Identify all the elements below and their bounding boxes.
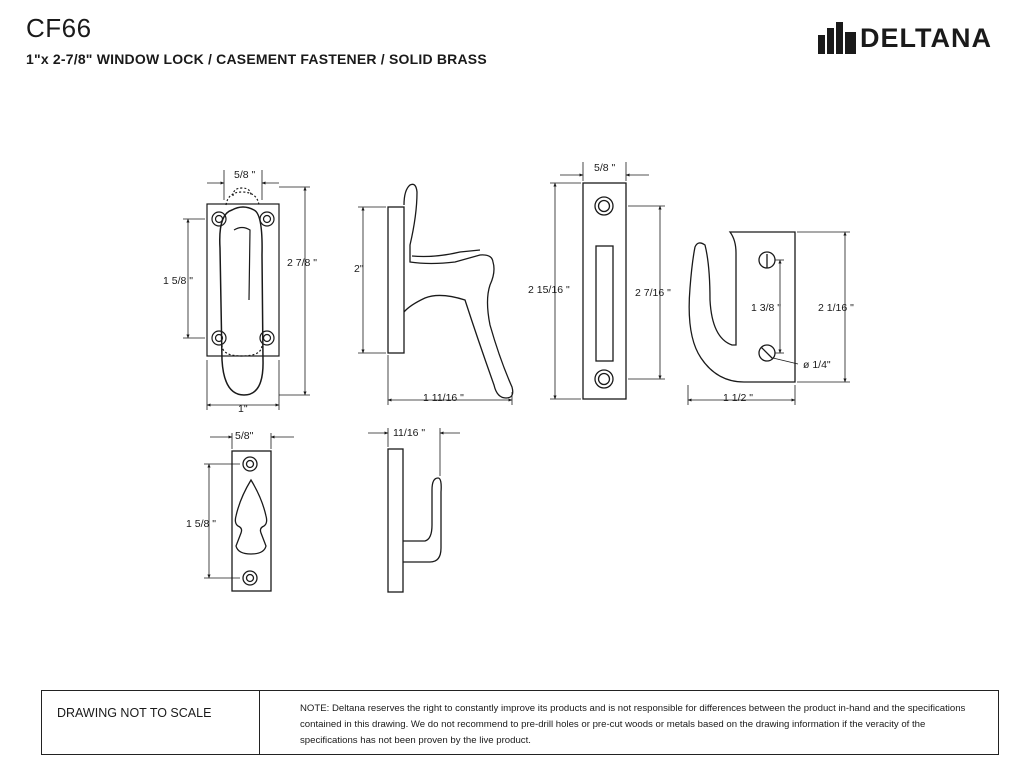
mortise-side-plate bbox=[387, 448, 404, 593]
keeper-side-dims bbox=[687, 231, 850, 405]
keeper-side-height-label: 2 1/16 " bbox=[818, 302, 854, 314]
keeper-slot-spacing-label: 2 7/16 " bbox=[635, 287, 671, 299]
deltana-logo-mark bbox=[818, 22, 856, 54]
front-hole-spacing-label: 1 5/8 " bbox=[163, 275, 193, 287]
keeper-side-hole-spacing-label: 1 3/8 " bbox=[751, 302, 781, 314]
keeper-hole-diameter-label: ø 1/4" bbox=[803, 359, 831, 371]
deltana-logo: DELTANA bbox=[818, 22, 992, 54]
mortise-front-view bbox=[231, 450, 272, 592]
lever-handle bbox=[219, 206, 264, 396]
mortise-hole-spacing-label: 1 5/8 " bbox=[186, 518, 216, 530]
side-lever bbox=[403, 183, 514, 399]
product-code: CF66 bbox=[26, 13, 92, 43]
keeper-width-label: 5/8 " bbox=[594, 162, 616, 174]
keeper-hook bbox=[688, 231, 796, 383]
keeper-front-view bbox=[582, 182, 627, 400]
keeper-front-dims bbox=[550, 162, 665, 400]
disclaimer-text: NOTE: Deltana reserves the right to cons… bbox=[300, 703, 966, 746]
side-height-label: 2" bbox=[354, 263, 364, 275]
keeper-slot bbox=[595, 245, 614, 362]
side-view bbox=[387, 183, 514, 399]
front-height-label: 2 7/8 " bbox=[287, 257, 317, 269]
side-dims bbox=[358, 206, 513, 405]
mortise-keyhole bbox=[234, 478, 268, 555]
keeper-side-depth-label: 1 1/2 " bbox=[723, 392, 753, 404]
mortise-front-dims bbox=[204, 433, 294, 579]
front-view bbox=[206, 187, 280, 396]
front-top-width-label: 5/8 " bbox=[234, 169, 256, 181]
mortise-side-view bbox=[387, 448, 442, 593]
front-dims bbox=[183, 170, 310, 410]
mortise-plate bbox=[231, 450, 272, 592]
technical-drawing: 5/8 " 2 7/8 " 1 5/8 " 1" 2" 1 11/16 " 5/… bbox=[163, 162, 854, 593]
mortise-width-label: 5/8" bbox=[235, 430, 254, 442]
side-depth-label: 1 11/16 " bbox=[423, 392, 464, 404]
mortise-side-depth-label: 11/16 " bbox=[393, 427, 425, 439]
front-baseplate bbox=[206, 203, 280, 357]
scale-note: DRAWING NOT TO SCALE bbox=[42, 691, 260, 754]
footer-note-box: DRAWING NOT TO SCALE NOTE: Deltana reser… bbox=[41, 690, 999, 755]
keeper-plate bbox=[582, 182, 627, 400]
keeper-height-label: 2 15/16 " bbox=[528, 284, 570, 296]
front-base-width-label: 1" bbox=[238, 403, 248, 415]
mortise-side-hook bbox=[403, 477, 442, 563]
brand-name: DELTANA bbox=[860, 22, 992, 53]
side-baseplate bbox=[387, 206, 405, 354]
product-description: 1"x 2-7/8" WINDOW LOCK / CASEMENT FASTEN… bbox=[26, 51, 487, 67]
mortise-side-dims bbox=[368, 428, 460, 476]
